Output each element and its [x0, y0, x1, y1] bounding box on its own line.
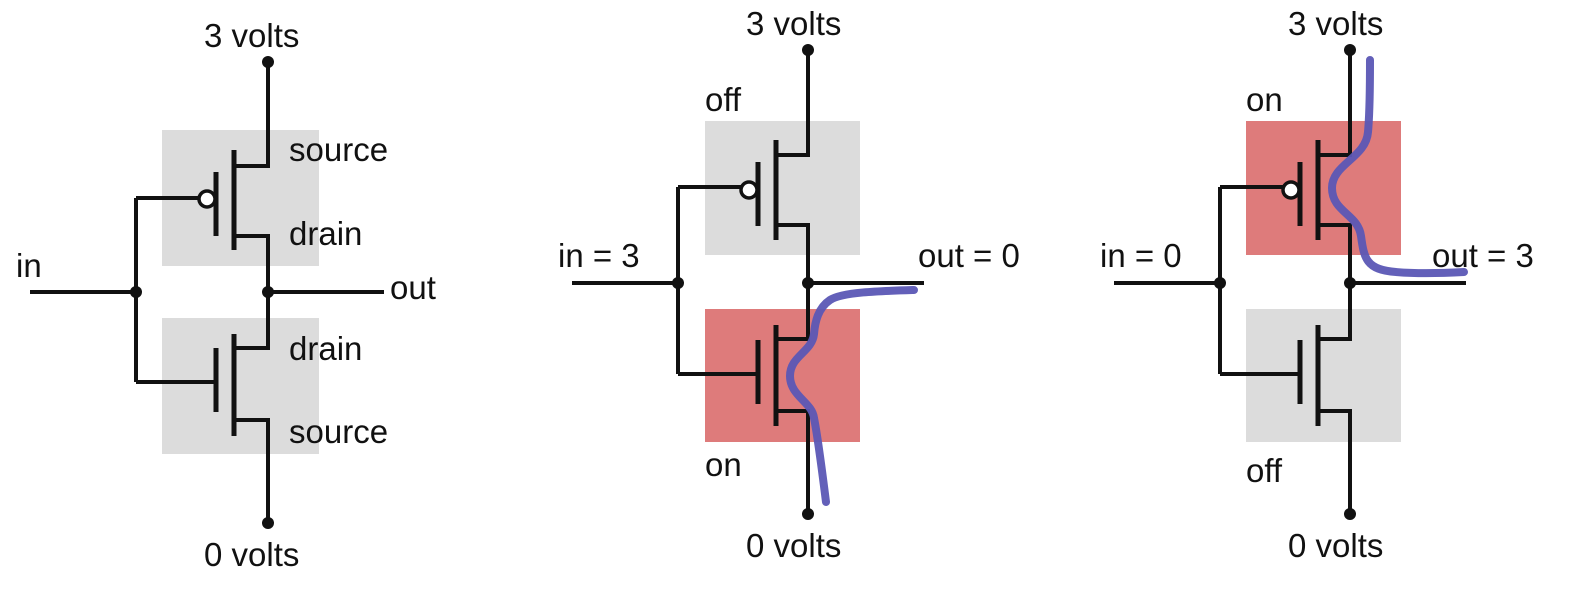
gnd-label: 0 volts: [746, 527, 841, 564]
output-label: out = 0: [918, 237, 1020, 274]
gnd-node: [1344, 508, 1356, 520]
panel-input-high: 3 volts 0 volts in = 3 out = 0 off on: [558, 5, 1020, 564]
current-flow-path: [786, 286, 918, 506]
pmos-state-label: off: [705, 81, 742, 118]
vdd-label: 3 volts: [746, 5, 841, 42]
nmos-source-wire: [1318, 409, 1352, 514]
gnd-label: 0 volts: [1288, 527, 1383, 564]
gnd-node: [262, 517, 274, 529]
output-node: [1344, 277, 1356, 289]
output-label: out = 3: [1432, 237, 1534, 274]
panel-inverter-labeled: 3 volts 0 volts in out source drain drai…: [16, 17, 436, 573]
gnd-node: [802, 508, 814, 520]
panel-input-low: 3 volts 0 volts in = 0 out = 3 on off: [1100, 5, 1534, 564]
input-node: [1214, 277, 1226, 289]
vdd-label: 3 volts: [204, 17, 299, 54]
nmos-source-wire: [234, 418, 270, 523]
output-label: out: [390, 269, 436, 306]
current-flow-path: [1328, 56, 1468, 278]
pmos-drain-wire: [234, 234, 270, 292]
input-label: in: [16, 247, 42, 284]
pmos-gate-bubble: [197, 189, 217, 209]
pmos-drain-label: drain: [289, 215, 362, 252]
vdd-node: [1344, 44, 1356, 56]
input-label: in = 0: [1100, 237, 1182, 274]
pmos-drain-wire: [776, 223, 810, 283]
vdd-node: [802, 44, 814, 56]
vdd-wire: [776, 50, 810, 157]
nmos-transistor-box: [162, 318, 319, 454]
nmos-state-label: off: [1246, 452, 1283, 489]
output-node: [262, 286, 274, 298]
nmos-drain-wire: [776, 283, 810, 341]
pmos-source-label: source: [289, 131, 388, 168]
vdd-label: 3 volts: [1288, 5, 1383, 42]
output-node: [802, 277, 814, 289]
nmos-drain-wire: [1318, 283, 1352, 341]
gnd-label: 0 volts: [204, 536, 299, 573]
nmos-source-label: source: [289, 413, 388, 450]
nmos-state-label: on: [705, 446, 742, 483]
vdd-node: [262, 56, 274, 68]
input-node: [130, 286, 142, 298]
pmos-gate-bubble: [1281, 180, 1301, 200]
input-label: in = 3: [558, 237, 640, 274]
pmos-drain-wire: [1318, 223, 1352, 283]
input-node: [672, 277, 684, 289]
nmos-drain-label: drain: [289, 330, 362, 367]
vdd-wire: [234, 62, 270, 168]
nmos-drain-wire: [234, 292, 270, 350]
pmos-state-label: on: [1246, 81, 1283, 118]
pmos-gate-bubble: [739, 180, 759, 200]
